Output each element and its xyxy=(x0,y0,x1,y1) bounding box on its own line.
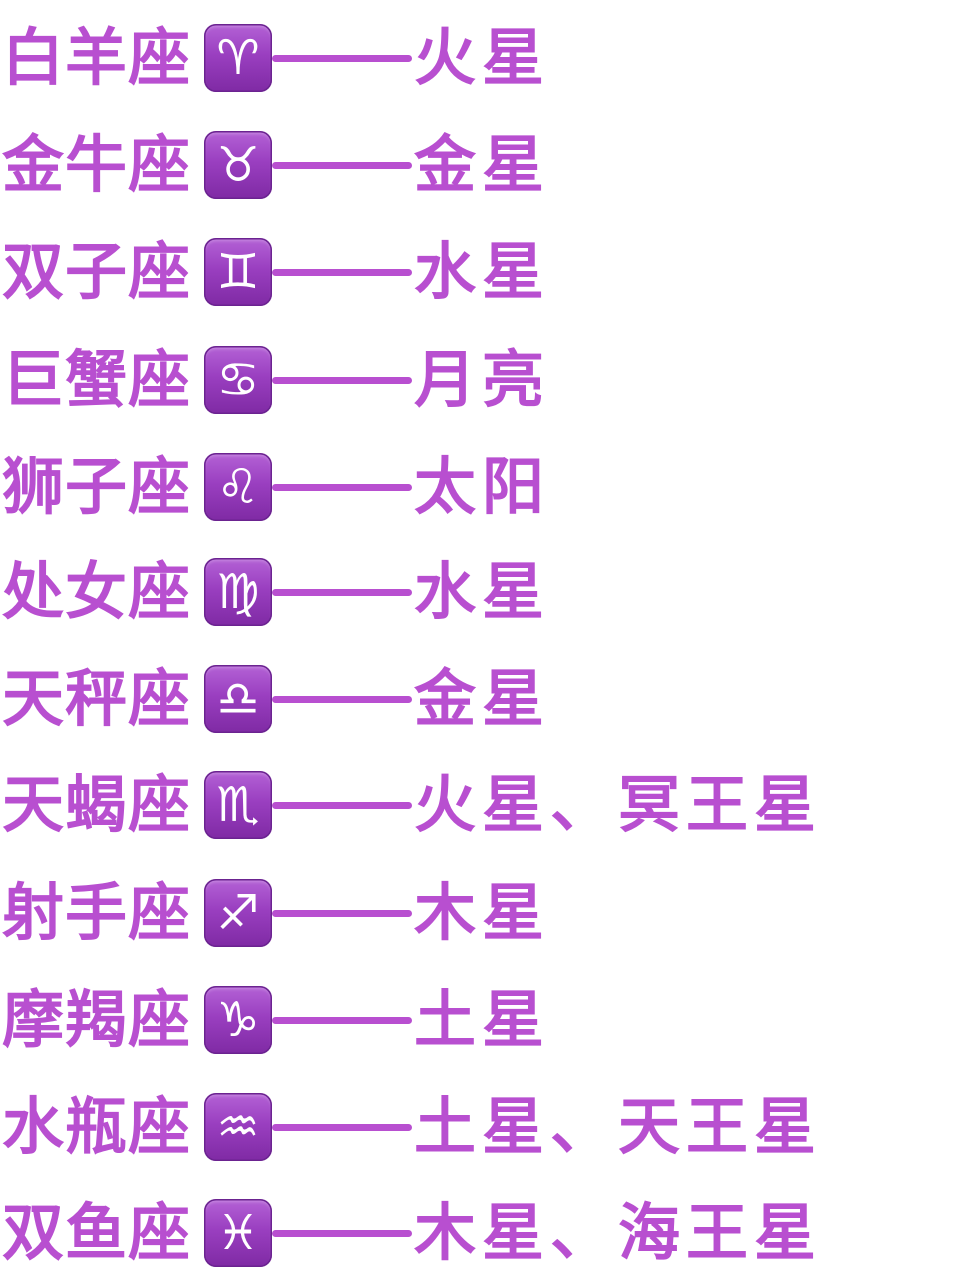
ruling-planet: 火星 xyxy=(414,21,551,94)
sign-name: 摩羯座 xyxy=(2,983,192,1056)
sign-name: 水瓶座 xyxy=(2,1090,192,1163)
list-item-virgo: 处女座 ♍ 水星 xyxy=(0,554,958,630)
sign-name: 巨蟹座 xyxy=(2,343,192,416)
list-item-sagittarius: 射手座 ♐ 木星 xyxy=(0,875,958,951)
scorpio-icon: ♏ xyxy=(204,771,272,839)
virgo-icon: ♍ xyxy=(204,558,272,626)
list-item-leo: 狮子座 ♌ 太阳 xyxy=(0,449,958,525)
sign-name: 射手座 xyxy=(2,876,192,949)
ruling-planet: 火星、冥王星 xyxy=(414,768,823,841)
list-item-gemini: 双子座 ♊ 水星 xyxy=(0,234,958,310)
connector-line xyxy=(272,1123,412,1131)
aries-icon: ♈ xyxy=(204,24,272,92)
ruling-planet: 金星 xyxy=(414,128,551,201)
connector-line xyxy=(272,909,412,917)
list-item-scorpio: 天蝎座 ♏ 火星、冥王星 xyxy=(0,767,958,843)
ruling-planet: 水星 xyxy=(414,555,551,628)
leo-icon: ♌ xyxy=(204,453,272,521)
pisces-icon: ♓ xyxy=(204,1199,272,1267)
connector-line xyxy=(272,588,412,596)
list-item-libra: 天秤座 ♎ 金星 xyxy=(0,661,958,737)
connector-line xyxy=(272,801,412,809)
connector-line xyxy=(272,1229,412,1237)
sign-name: 白羊座 xyxy=(2,21,192,94)
connector-line xyxy=(272,161,412,169)
aquarius-icon: ♒ xyxy=(204,1093,272,1161)
sign-name: 双鱼座 xyxy=(2,1196,192,1269)
list-item-aquarius: 水瓶座 ♒ 土星、天王星 xyxy=(0,1089,958,1165)
sign-name: 天蝎座 xyxy=(2,768,192,841)
gemini-icon: ♊ xyxy=(204,238,272,306)
ruling-planet: 水星 xyxy=(414,235,551,308)
ruling-planet: 太阳 xyxy=(414,450,551,523)
cancer-icon: ♋ xyxy=(204,346,272,414)
sign-name: 狮子座 xyxy=(2,450,192,523)
sign-name: 天秤座 xyxy=(2,662,192,735)
ruling-planet: 金星 xyxy=(414,662,551,735)
ruling-planet: 木星、海王星 xyxy=(414,1196,823,1269)
sign-name: 金牛座 xyxy=(2,128,192,201)
sign-name: 双子座 xyxy=(2,235,192,308)
ruling-planet: 土星、天王星 xyxy=(414,1090,823,1163)
capricorn-icon: ♑ xyxy=(204,986,272,1054)
connector-line xyxy=(272,54,412,62)
sign-name: 处女座 xyxy=(2,555,192,628)
connector-line xyxy=(272,1016,412,1024)
ruling-planet: 土星 xyxy=(414,983,551,1056)
list-item-pisces: 双鱼座 ♓ 木星、海王星 xyxy=(0,1195,958,1271)
connector-line xyxy=(272,376,412,384)
ruling-planet: 木星 xyxy=(414,876,551,949)
list-item-capricorn: 摩羯座 ♑ 土星 xyxy=(0,982,958,1058)
connector-line xyxy=(272,483,412,491)
taurus-icon: ♉ xyxy=(204,131,272,199)
libra-icon: ♎ xyxy=(204,665,272,733)
sagittarius-icon: ♐ xyxy=(204,879,272,947)
list-item-taurus: 金牛座 ♉ 金星 xyxy=(0,127,958,203)
list-item-aries: 白羊座 ♈ 火星 xyxy=(0,20,958,96)
ruling-planet: 月亮 xyxy=(414,343,551,416)
connector-line xyxy=(272,695,412,703)
connector-line xyxy=(272,268,412,276)
list-item-cancer: 巨蟹座 ♋ 月亮 xyxy=(0,342,958,418)
